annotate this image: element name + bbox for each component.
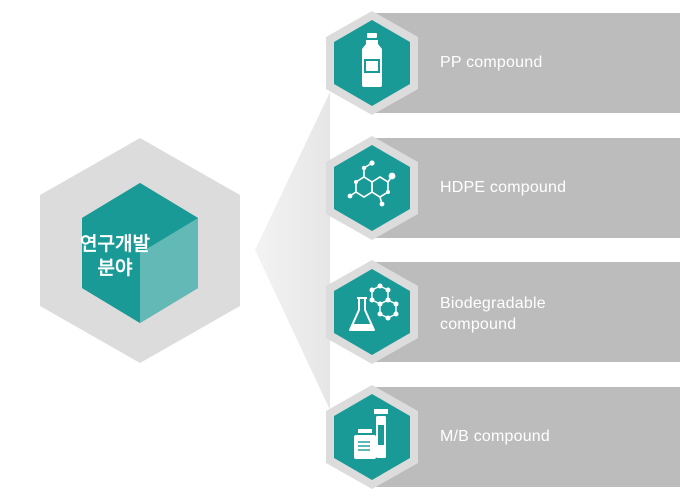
item-label-mb: M/B compound bbox=[440, 428, 551, 445]
item-hex-pp bbox=[326, 11, 418, 115]
item-label-biodegradable-line1: Biodegradable bbox=[440, 295, 546, 312]
item-hex-hdpe bbox=[326, 136, 418, 240]
center-title-line2: 분야 bbox=[97, 257, 133, 279]
bottle-icon bbox=[362, 33, 382, 87]
center-hexagon bbox=[40, 138, 240, 363]
item-hex-mb bbox=[326, 385, 418, 489]
item-hex-biodegradable bbox=[326, 260, 418, 364]
center-title-line1: 연구개발 bbox=[80, 233, 150, 255]
item-label-biodegradable: Biodegradable compound bbox=[440, 293, 546, 335]
flask-molecule-icon bbox=[349, 283, 399, 331]
item-label-pp: PP compound bbox=[440, 54, 543, 71]
item-label-hdpe: HDPE compound bbox=[440, 179, 567, 196]
containers-icon bbox=[354, 409, 388, 459]
item-bar-hdpe bbox=[375, 138, 680, 238]
item-bar-mb bbox=[375, 387, 680, 487]
item-bar-biodegradable bbox=[375, 262, 680, 362]
center-title: 연구개발 분야 bbox=[70, 232, 160, 280]
item-bar-pp bbox=[375, 13, 680, 113]
item-label-biodegradable-line2: compound bbox=[440, 316, 517, 333]
